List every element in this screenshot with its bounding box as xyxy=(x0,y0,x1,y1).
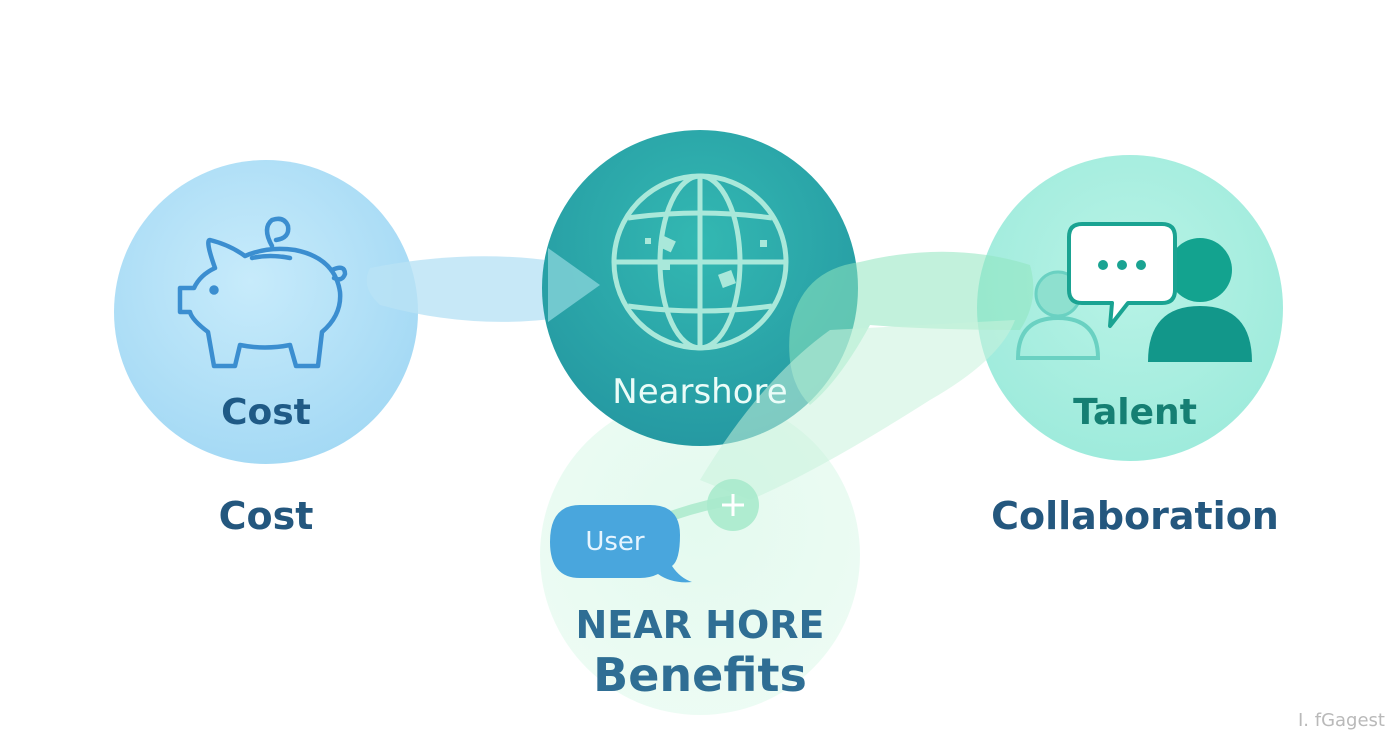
collaboration-caption: Collaboration xyxy=(991,494,1279,538)
speech-bubble-text: User xyxy=(585,527,645,557)
people-chat-icon xyxy=(1015,222,1252,362)
benefits-title-line2: Benefits xyxy=(593,648,807,702)
benefits-title-line1: NEAR HORE xyxy=(575,603,825,647)
connector-nearshore-talent xyxy=(789,251,1034,405)
globe-patches xyxy=(645,235,767,288)
watermark-text: I. fGagest xyxy=(1297,710,1385,731)
plus-icon xyxy=(707,479,759,531)
speech-bubble-icon xyxy=(550,505,692,583)
connector-cost-nearshore xyxy=(366,256,600,322)
cost-circle xyxy=(114,160,418,464)
cost-caption: Cost xyxy=(218,494,314,538)
cost-node-label: Cost xyxy=(221,392,311,433)
piggy-bank-icon xyxy=(177,216,348,369)
connector-ribbon-lower xyxy=(700,320,1015,500)
nearshore-node-label: Nearshore xyxy=(612,372,788,412)
talent-circle xyxy=(977,155,1283,461)
arrow-head xyxy=(548,248,600,322)
talent-node-label: Talent xyxy=(1073,392,1197,433)
globe-icon xyxy=(611,173,789,351)
